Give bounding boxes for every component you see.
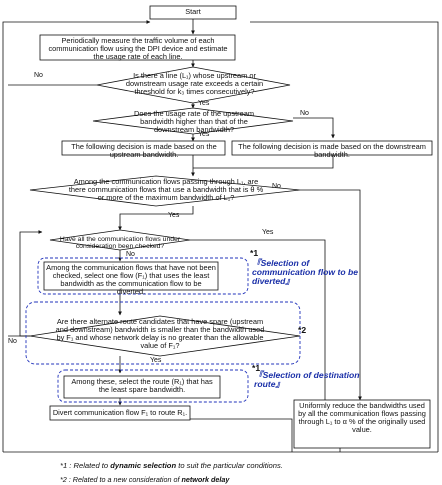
select-route-text: Among these, select the route (R₁) that …: [71, 377, 213, 394]
alt-route-question: Are there alternate route candidates tha…: [55, 317, 265, 350]
uniform-box: [293, 399, 431, 449]
decision-all-checked: [49, 229, 191, 251]
decision-up-vs-down: [92, 107, 294, 135]
label-no-threshold: No: [34, 72, 43, 79]
label-yes-threshold: Yes: [198, 100, 210, 107]
footnote-2: *2 : Related to a new consideration of n…: [60, 475, 230, 484]
select-flow-box: [43, 261, 219, 291]
divert-text: Divert communication flow F₁ to route R₁…: [52, 408, 188, 417]
label-no-flows: No: [272, 183, 281, 190]
label-yes-updown: Yes: [198, 131, 210, 138]
large-flows-question: Among the communication flows passing th…: [68, 177, 264, 202]
decision-large-flows: [29, 175, 301, 207]
divert-box: [49, 405, 191, 421]
marker-star1-b: *1: [252, 363, 261, 373]
decide-down-box: [231, 140, 433, 156]
label-yes-flows: Yes: [168, 212, 180, 219]
decide-up-box: [61, 140, 226, 156]
label-yes-altroute: Yes: [150, 357, 162, 364]
loop-return-line: [2, 20, 151, 452]
dashed-group-route-candidates: [25, 301, 301, 365]
measure-box: [39, 34, 236, 61]
label-no-checked: No: [126, 251, 135, 258]
decide-up-text: The following decision is made based on …: [71, 142, 217, 159]
label-no-updown: No: [300, 110, 309, 117]
label-no-altroute: No: [8, 338, 17, 345]
dashed-group-flow: [37, 257, 249, 295]
note-route-selection: 『Selection of destination route』: [254, 370, 360, 389]
start-label: Start: [185, 7, 201, 16]
decide-down-text: The following decision is made based on …: [238, 142, 426, 159]
marker-star2: *2: [298, 325, 307, 335]
up-vs-down-question: Does the usage rate of the upstream band…: [134, 109, 254, 134]
footnote-1: *1 : Related to dynamic selection to sui…: [60, 461, 283, 470]
decision-alt-route: [29, 315, 301, 357]
select-route-box: [63, 375, 221, 399]
all-checked-question: Have all the communication flows under c…: [59, 236, 181, 250]
start-box: [149, 5, 237, 20]
uniform-text: Uniformly reduce the bandwidths used by …: [298, 401, 426, 434]
dashed-group-route-select: [57, 369, 249, 403]
measure-text: Periodically measure the traffic volume …: [48, 36, 228, 61]
marker-star1-a: *1: [250, 248, 259, 258]
label-yes-checked: Yes: [262, 229, 274, 236]
select-flow-text: Among the communication flows that have …: [46, 263, 216, 296]
line-threshold-question: Is there a line (L₁) whose upstream or d…: [125, 71, 264, 96]
decision-line-threshold: [96, 66, 291, 104]
right-return-line: [250, 21, 439, 452]
note-flow-selection: 『Selection of communication flow to be d…: [252, 258, 358, 286]
